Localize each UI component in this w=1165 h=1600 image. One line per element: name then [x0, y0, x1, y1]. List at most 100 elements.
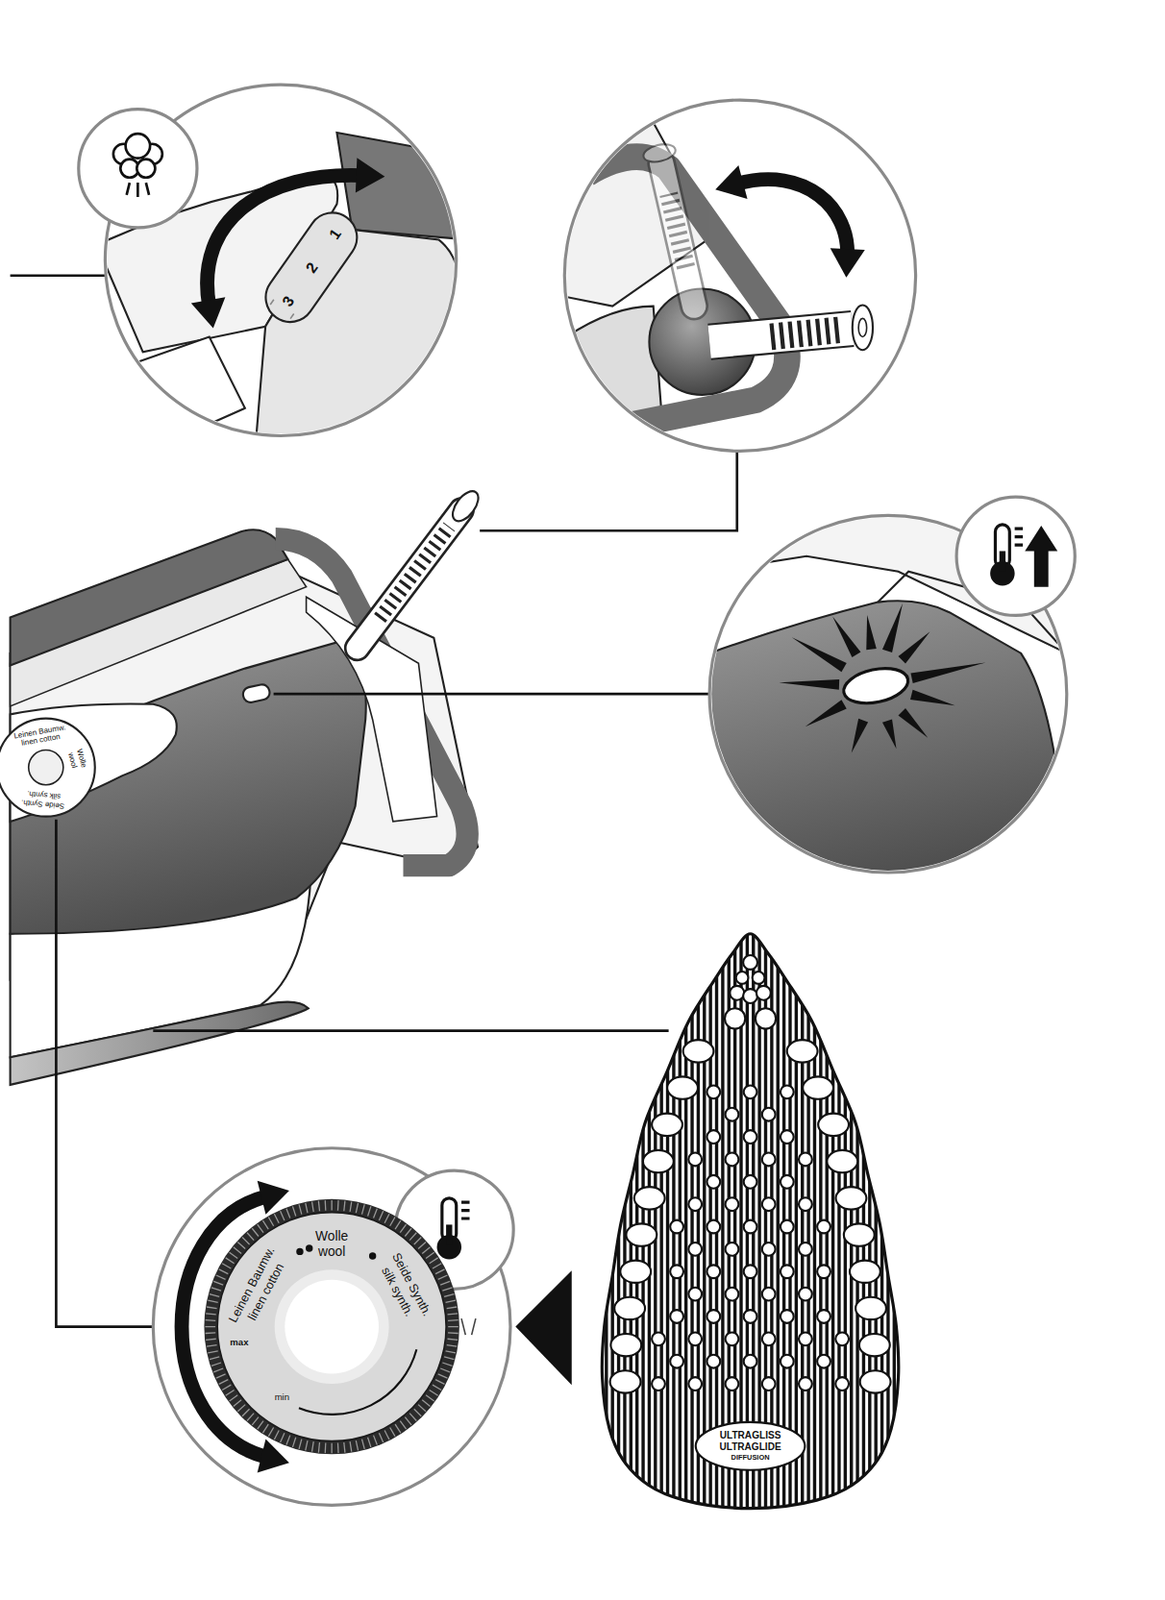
steam-hole	[667, 1076, 698, 1099]
steam-hole	[683, 1040, 715, 1063]
steam-hole	[688, 1242, 702, 1257]
soleplate	[855, 923, 859, 1521]
indicator-light	[840, 663, 912, 709]
cord-pivot-detail	[564, 99, 916, 451]
steam-hole	[780, 1310, 794, 1324]
steam-hole	[725, 1242, 740, 1257]
power-cord	[709, 328, 853, 343]
soleplate	[843, 923, 847, 1521]
soleplate	[598, 923, 602, 1521]
steam-hole	[787, 1040, 818, 1063]
steam-hole	[798, 1153, 813, 1167]
brand-logo: DIFFUSION	[731, 1453, 770, 1463]
steam-hole	[752, 971, 766, 985]
cord-ghost	[661, 163, 695, 307]
soleplate	[684, 923, 688, 1521]
steam-hole	[817, 1220, 831, 1235]
brand-logo: ULTRAGLISS	[719, 1431, 782, 1443]
steam-hole	[688, 1197, 702, 1212]
soleplate	[837, 923, 841, 1521]
soleplate	[849, 923, 853, 1521]
steam-hole	[725, 1332, 740, 1346]
soleplate	[794, 923, 798, 1521]
steam-hole	[849, 1261, 881, 1284]
light-ray	[897, 631, 930, 664]
temperature-dial: WollewoolLeinen Baumw.linen cottonSeide …	[203, 1199, 460, 1456]
steam-hole	[802, 1076, 834, 1099]
steam-hole	[688, 1377, 702, 1391]
soleplate	[696, 923, 700, 1521]
steam-hole	[798, 1197, 813, 1212]
steam-knob	[255, 202, 367, 332]
cord-pivot-detail	[587, 156, 788, 429]
power-cord	[447, 487, 484, 526]
steam-hole	[835, 1377, 849, 1391]
steam-hole	[843, 1223, 875, 1246]
steam-hole	[780, 1085, 794, 1099]
steam-knob	[255, 202, 367, 332]
temperature-up-icon	[990, 524, 1023, 587]
soleplate	[629, 923, 633, 1521]
soleplate	[653, 923, 657, 1521]
steam-hole	[688, 1332, 702, 1346]
steam-hole	[725, 1377, 740, 1391]
soleplate	[666, 923, 670, 1521]
temperature-dial-detail	[152, 1148, 511, 1507]
steam-hole	[643, 1150, 674, 1173]
leader-line	[152, 1029, 669, 1033]
steam-hole	[826, 1150, 858, 1173]
leader-line	[479, 450, 738, 531]
cord-pivot-detail	[566, 306, 664, 450]
small-dial	[0, 718, 96, 818]
steam-hole	[762, 1153, 776, 1167]
indicator-light	[242, 683, 272, 704]
handle-top	[10, 529, 289, 666]
handle-frame	[275, 539, 468, 867]
steam-hole	[688, 1288, 702, 1302]
steam-hole	[780, 1220, 794, 1235]
motion-arrow	[191, 297, 226, 328]
soleplate	[604, 923, 608, 1521]
cord-ghost	[642, 141, 678, 165]
power-cord	[357, 487, 484, 649]
steam-hole	[780, 1175, 794, 1190]
soleplate	[635, 923, 639, 1521]
steam-icon	[113, 133, 163, 198]
steam-hole	[817, 1310, 831, 1324]
steam-hole	[610, 1334, 642, 1357]
temperature-icon	[437, 1198, 471, 1261]
light-ray	[805, 699, 847, 727]
soleplate	[862, 923, 866, 1521]
steam-hole	[743, 989, 758, 1004]
motion-arrow	[207, 174, 363, 306]
steam-icon	[78, 109, 198, 228]
steam-hole	[743, 1175, 758, 1190]
light-ray	[882, 603, 903, 653]
indicator-light-detail	[709, 600, 1067, 898]
power-cord	[357, 510, 462, 648]
steam-hole	[614, 1297, 645, 1320]
temperature-up-icon	[956, 496, 1075, 616]
steam-hole	[762, 1108, 776, 1122]
steam-hole	[651, 1332, 666, 1346]
soleplate-badge: ULTRAGLISSULTRAGLIDEDIFFUSION	[694, 1420, 807, 1472]
steam-hole	[743, 1355, 758, 1369]
power-cord	[379, 526, 449, 620]
steam-hole	[688, 1153, 702, 1167]
steam-hole	[651, 1114, 683, 1137]
soleplate	[831, 923, 835, 1521]
steam-hole	[669, 1264, 684, 1279]
steam-hole	[610, 1370, 642, 1393]
soleplate	[647, 923, 651, 1521]
power-cord	[770, 329, 843, 337]
steam-hole	[706, 1355, 720, 1369]
soleplate	[622, 923, 626, 1521]
steam-hole	[743, 955, 758, 970]
steam-hole	[669, 1220, 684, 1235]
iron-body	[0, 487, 484, 1086]
motion-arrow	[355, 157, 385, 193]
steam-icon	[125, 133, 150, 158]
dial-label: min	[274, 1392, 290, 1404]
